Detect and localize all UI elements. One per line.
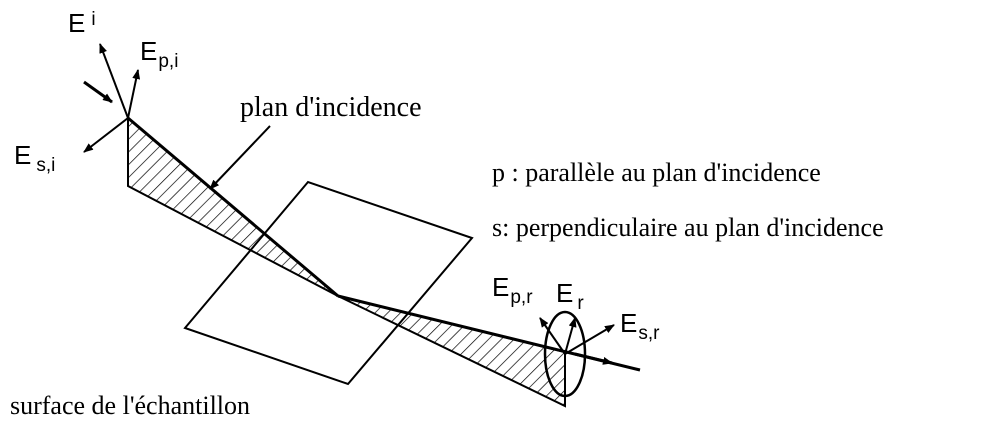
- s-definition: s: perpendiculaire au plan d'incidence: [492, 213, 884, 242]
- e-si-label-base: E: [14, 140, 31, 170]
- plane-label-pointer: [209, 125, 271, 190]
- e-i-arrow: [99, 43, 129, 119]
- e-sr-label: Es,r: [620, 308, 660, 344]
- e-sr-arrow: [564, 324, 615, 355]
- e-si-label-sub: s,i: [36, 155, 55, 176]
- polarization-ellipse: [543, 310, 587, 398]
- e-pr-label-sub: p,r: [510, 287, 533, 308]
- sample-surface-label: surface de l'échantillon: [10, 391, 250, 420]
- e-pr-arrow: [539, 317, 566, 355]
- plane-of-incidence-reflected: [337, 295, 566, 408]
- e-r-arrow: [564, 317, 577, 355]
- e-r-label-sub: r: [577, 293, 584, 314]
- reflected-beam-direction-arrow: [574, 352, 613, 365]
- e-pr-label-base: E: [492, 272, 509, 302]
- e-r-label-base: E: [556, 278, 573, 308]
- incident-beam: [127, 116, 339, 298]
- e-sr-label-base: E: [620, 308, 637, 338]
- p-definition: p : parallèle au plan d'incidence: [492, 158, 821, 187]
- e-pi-label-sub: p,i: [158, 51, 178, 72]
- e-sr-label-sub: s,r: [638, 323, 660, 344]
- e-pi-label-base: E: [140, 36, 157, 66]
- e-i-label-sub: i: [91, 9, 95, 30]
- e-i-label-base: E: [68, 8, 85, 38]
- e-pi-label: Ep,i: [140, 36, 178, 72]
- e-pr-label: Ep,r: [492, 272, 533, 308]
- e-si-arrow: [83, 117, 129, 153]
- incident-beam-direction-arrow: [83, 80, 113, 104]
- sample-surface: [183, 180, 474, 386]
- e-pi-arrow: [127, 69, 141, 119]
- plane-of-incidence-label: plan d'incidence: [240, 92, 422, 123]
